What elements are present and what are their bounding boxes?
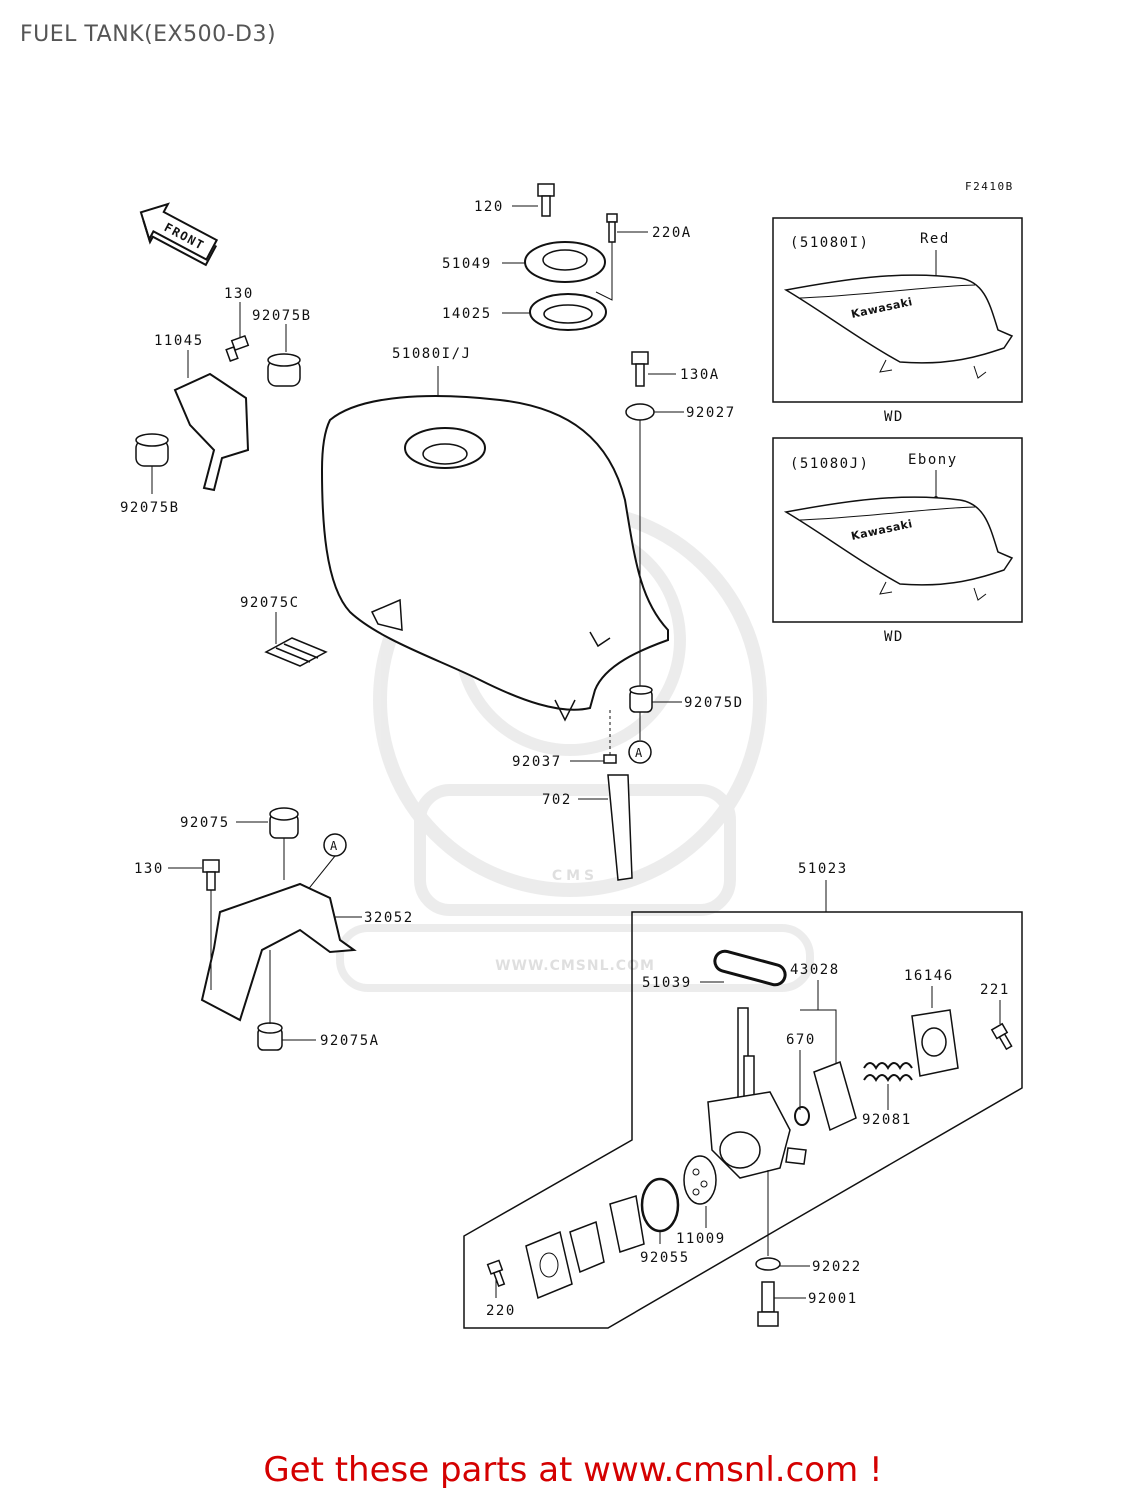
inset-51080j-ref: (51080J) [790,456,869,472]
strainer-11009-icon [683,1155,717,1205]
bolt-130a-icon [631,351,649,387]
callout-130a: 130A [680,367,720,383]
collar-92075-icon [269,807,299,839]
washer-92022-icon [755,1257,781,1271]
screw-220a-icon [606,213,618,243]
callout-92075c: 92075C [240,595,300,611]
cover-16146-icon [911,1009,959,1077]
callout-221: 221 [980,982,1010,998]
marker-a-upper-label: A [635,746,643,760]
spring-92081-icon [863,1062,913,1082]
fuel-tap-body-icon [707,1007,807,1179]
callout-130-upper: 130 [224,286,254,302]
callout-130-lower: 130 [134,861,164,877]
inset-51080i: (51080I) Red Kawasaki WD [772,217,1023,425]
bolt-92001-icon [757,1281,779,1327]
rubber-92075d-icon [629,685,653,713]
callout-11009: 11009 [676,1231,726,1247]
inset-51080j-color: Ebony [908,452,958,468]
hose-702-icon [607,774,633,881]
callout-32052: 32052 [364,910,414,926]
inset-51080i-color: Red [920,231,950,247]
callout-92075: 92075 [180,815,230,831]
marker-a-lower-label: A [330,839,338,853]
callout-16146: 16146 [904,968,954,984]
oring-92055-icon [640,1177,680,1233]
bracket-11045-icon [173,372,250,492]
callout-220: 220 [486,1303,516,1319]
collar-92027-icon [625,403,655,421]
callout-92037: 92037 [512,754,562,770]
tank-side-red-icon [783,274,1014,364]
oring-670-icon [794,1106,810,1126]
bracket-32052-icon [200,882,357,1022]
inset-51080j: (51080J) Ebony Kawasaki WD [772,437,1023,645]
plate-43028-icon [813,1061,857,1132]
inset-51080i-code: WD [884,409,904,425]
oring-51039-icon [713,949,787,987]
callout-92022: 92022 [812,1259,862,1275]
callout-120: 120 [474,199,504,215]
bolt-130-icon [225,334,250,362]
screw-221-icon [990,1022,1013,1051]
callout-43028: 43028 [790,962,840,978]
rubber-92075b-icon [267,353,301,387]
callout-51023: 51023 [798,861,848,877]
callout-220a: 220A [652,225,692,241]
fuel-tank-51080-icon [320,395,669,711]
gasket-14025-icon [529,293,607,331]
fuel-cap-51049-icon [524,241,606,283]
tank-side-ebony-icon [783,496,1014,586]
rubber-92075c-icon [264,637,328,667]
callout-92075d: 92075D [684,695,744,711]
svg-text:CMS: CMS [552,868,598,884]
screw-220-icon [486,1259,506,1288]
marker-a-upper [628,740,652,764]
callout-51049: 51049 [442,256,492,272]
callout-51080ij: 51080I/J [392,346,471,362]
inset-51080i-ref: (51080I) [790,235,869,251]
callout-670: 670 [786,1032,816,1048]
page-title: FUEL TANK(EX500-D3) [20,22,277,47]
callout-14025: 14025 [442,306,492,322]
fuel-tap-box [463,911,1023,1329]
bolt-130-lower-icon [202,859,220,891]
rubber-92075b-lower-icon [135,433,169,467]
gasket-piece-icon [609,1195,645,1253]
callout-51039: 51039 [642,975,692,991]
footer-link[interactable]: Get these parts at www.cmsnl.com ! [263,1450,883,1490]
callout-92055: 92055 [640,1250,690,1266]
front-arrow-icon: FRONT [139,202,219,267]
callout-92027: 92027 [686,405,736,421]
parts-diagram: CMS WWW.CMSNL.COM F2410B FRONT 120 220A … [120,180,1023,1329]
flange-gasket-icon [525,1230,573,1300]
rubber-92075a-icon [257,1022,283,1051]
callout-92001: 92001 [808,1291,858,1307]
callout-92075b-upper: 92075B [252,308,312,324]
callout-11045: 11045 [154,333,204,349]
callout-92081: 92081 [862,1112,912,1128]
callout-92075a: 92075A [320,1033,380,1049]
callout-702: 702 [542,792,572,808]
clamp-92037-icon [603,754,617,764]
inset-51080j-code: WD [884,629,904,645]
watermark-text: WWW.CMSNL.COM [495,958,655,974]
diagram-code: F2410B [965,180,1014,193]
callout-92075b-lower: 92075B [120,500,180,516]
bolt-120-icon [537,183,555,217]
